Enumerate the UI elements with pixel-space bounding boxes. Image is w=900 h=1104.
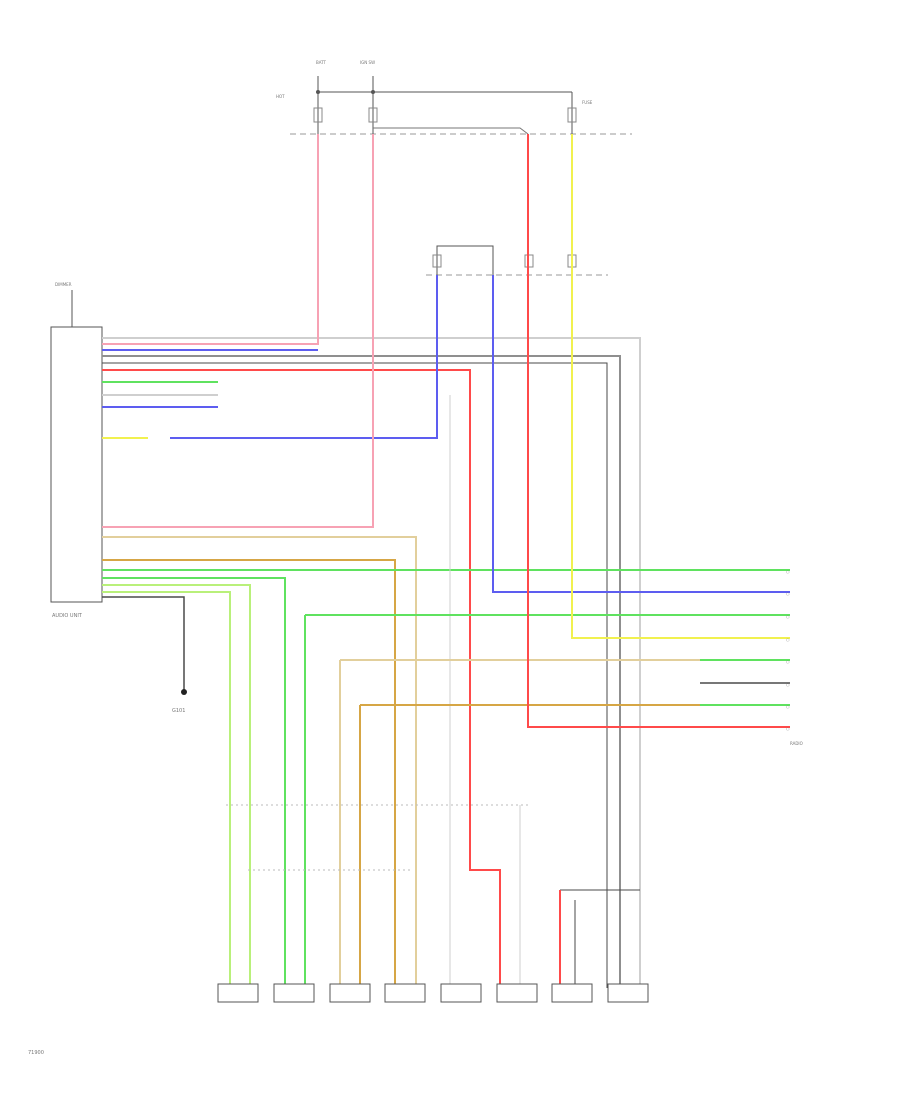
svg-text:BATT: BATT [316, 60, 327, 65]
speaker-8 [607, 983, 649, 1003]
svg-text:○: ○ [786, 614, 790, 619]
svg-text:HOT: HOT [276, 94, 285, 99]
diagram-code: 71900 [28, 1050, 44, 1056]
svg-text:FUSE: FUSE [582, 100, 593, 105]
svg-text:RADIO: RADIO [790, 741, 803, 746]
speaker-junctions [226, 804, 640, 988]
audio-unit: AUDIO UNIT DIMMER [50, 282, 103, 619]
speakers [217, 983, 649, 1003]
speaker-7 [551, 983, 593, 1003]
svg-text:IGN SW: IGN SW [360, 60, 375, 65]
svg-text:○: ○ [786, 682, 790, 687]
speaker-1 [217, 983, 259, 1003]
right-connector: ○ ○ ○ ○ ○ ○ ○ ○ RADIO [786, 569, 803, 746]
right-bus [304, 134, 790, 988]
fuse-block-top: BATT IGN SW FUSE HOT [276, 60, 632, 135]
fuse-block-mid [426, 245, 608, 276]
svg-text:○: ○ [786, 591, 790, 596]
speaker-5 [440, 983, 482, 1003]
ground-label: G101 [172, 708, 185, 714]
svg-text:○: ○ [786, 726, 790, 731]
speaker-4 [384, 983, 426, 1003]
wires [102, 134, 790, 988]
svg-text:○: ○ [786, 569, 790, 574]
speaker-6 [496, 983, 538, 1003]
svg-text:○: ○ [786, 637, 790, 642]
speaker-3 [329, 983, 371, 1003]
audio-unit-label: AUDIO UNIT [52, 613, 83, 619]
svg-text:○: ○ [786, 704, 790, 709]
ground-symbol: G101 [172, 689, 187, 714]
svg-text:DIMMER: DIMMER [55, 282, 72, 287]
svg-text:○: ○ [786, 659, 790, 664]
speaker-2 [273, 983, 315, 1003]
